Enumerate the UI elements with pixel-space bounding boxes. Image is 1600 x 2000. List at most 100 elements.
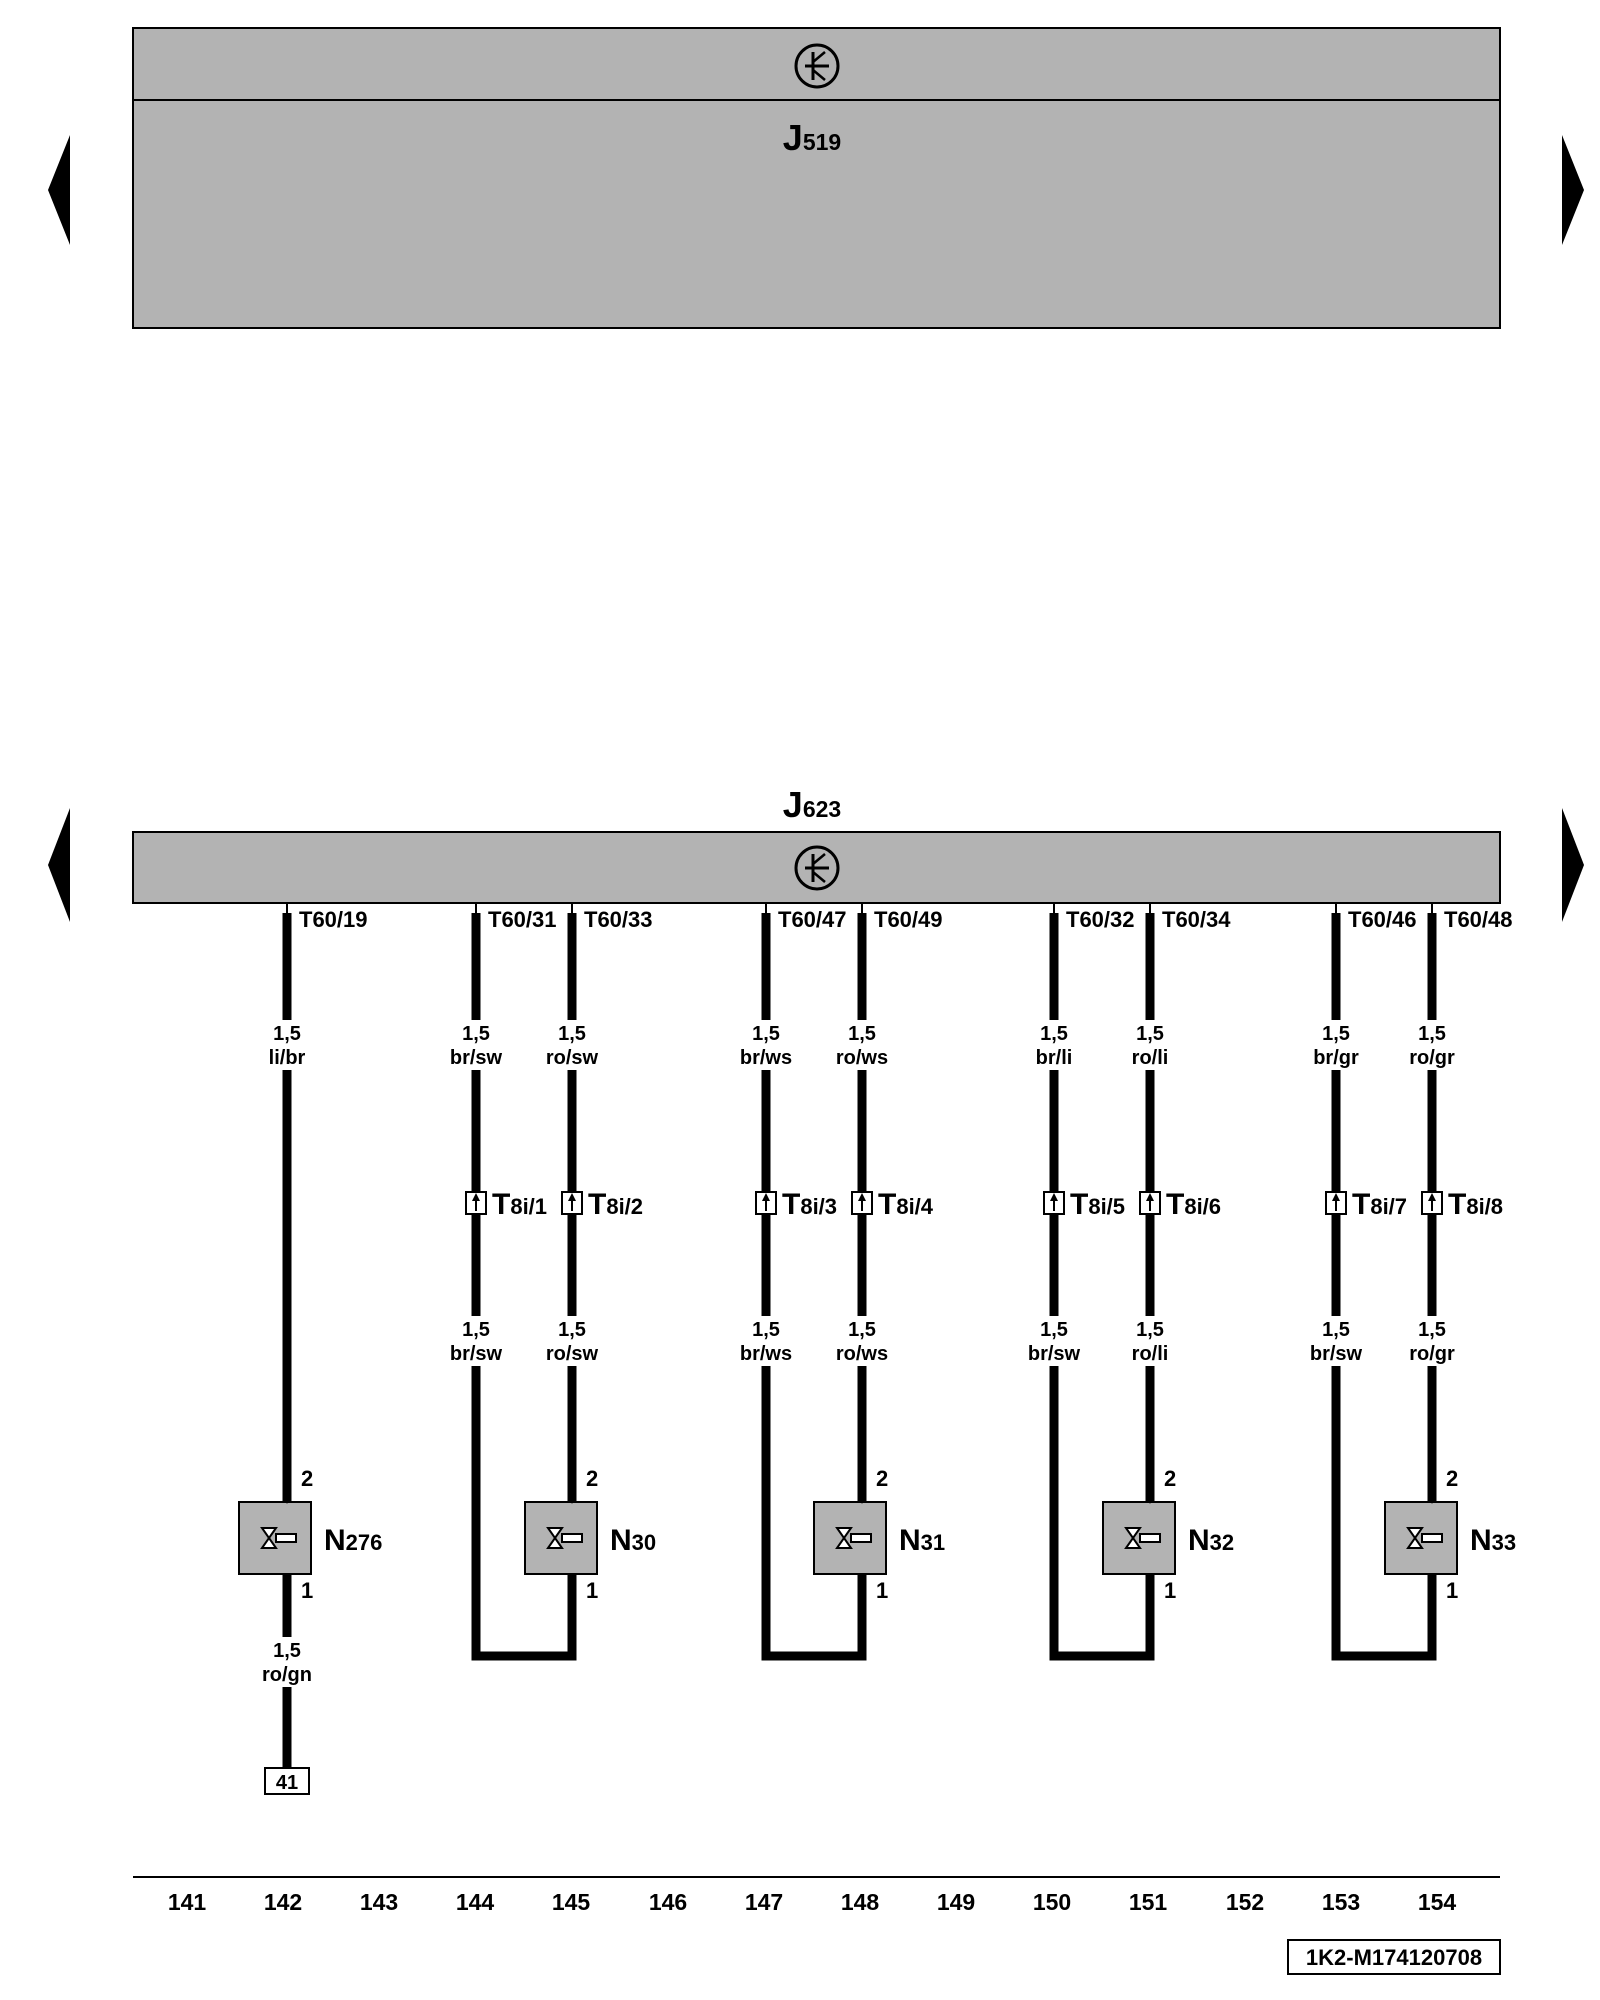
pin-label-bottom: 1 [586,1578,598,1603]
document-id: 1K2-M174120708 [1306,1945,1482,1970]
connector-label: T8i/8 [1448,1188,1503,1221]
connector-code: T [1166,1188,1184,1221]
component-sub: 31 [921,1530,945,1555]
prev-page-arrow-lower[interactable] [48,808,70,922]
component-code: N [324,1524,346,1557]
svg-text:J519: J519 [783,117,841,158]
connector-code: T [1352,1188,1370,1221]
component-label: N31 [899,1524,945,1557]
valve-icon [546,1527,564,1549]
return-loop-wire [1049,1497,1155,1661]
label-backing [736,1020,796,1070]
pin-label-top: 2 [1164,1466,1176,1491]
pin-label-top: 2 [1446,1466,1458,1491]
connector-label: T8i/6 [1166,1188,1221,1221]
electronic-unit-icon [794,845,840,891]
wire-color-label: ro/sw [546,1047,599,1069]
connector-label: T8i/4 [878,1188,934,1221]
prev-page-arrow[interactable] [48,135,70,245]
wire-gauge-label: 1,5 [273,1023,301,1045]
return-loop-wire [1331,1497,1437,1661]
valve-icon [1406,1527,1424,1549]
component-sub: 32 [1210,1530,1234,1555]
connector-sub: 8i/8 [1466,1194,1503,1219]
return-loop-wire [471,1497,577,1661]
wire-gauge-label: 1,5 [848,1319,876,1341]
ground-reference-box [264,1767,310,1795]
label-backing [1024,1316,1084,1366]
connector-sub: 8i/7 [1370,1194,1407,1219]
label-backing [1120,1020,1180,1070]
next-page-arrow[interactable] [1562,135,1584,245]
terminal-label: T60/48 [1444,907,1513,932]
label-backing [446,1020,506,1070]
svg-text:J623: J623 [783,784,841,825]
component-label: N33 [1470,1524,1516,1557]
label-backing [1120,1316,1180,1366]
valve-icon [260,1527,278,1549]
coil-icon [561,1533,583,1543]
wire-gauge-label: 1,5 [462,1319,490,1341]
wire-color-label: br/ws [740,1343,792,1365]
connector-sub: 8i/1 [510,1194,547,1219]
connector-label: T8i/1 [492,1188,547,1221]
pin-label-bottom: 1 [876,1578,888,1603]
coil-icon [1139,1533,1161,1543]
label-backing [736,1316,796,1366]
component-label: N276 [324,1524,382,1557]
column-number: 152 [1226,1889,1264,1915]
pin-label-top: 2 [876,1466,888,1491]
wire-gauge-label: 1,5 [752,1023,780,1045]
connector-code: T [878,1188,896,1221]
connector-code: T [1070,1188,1088,1221]
component-code: N [899,1524,921,1557]
pin-label-bottom: 1 [301,1578,313,1603]
wire-gauge-label: 1,5 [558,1023,586,1045]
wire-gauge-label: 1,5 [1040,1319,1068,1341]
wire-color-label: ro/sw [546,1343,599,1365]
component-code: N [1188,1524,1210,1557]
wire-color-label: ro/ws [836,1047,888,1069]
wire-color-label: br/sw [1310,1343,1363,1365]
connector-code: T [492,1188,510,1221]
label-backing [1024,1020,1084,1070]
column-number: 148 [841,1889,880,1915]
component-sub: 276 [346,1530,383,1555]
terminal-label: T60/46 [1348,907,1417,932]
upper-unit-code: J [783,117,803,158]
label-backing [446,1316,506,1366]
component-label: N32 [1188,1524,1234,1557]
circuit-n30: T60/311,5br/swT8i/11,5br/swT60/331,5ro/s… [446,903,656,1661]
wire-color-label: ro/gr [1409,1343,1455,1365]
coil-icon [850,1533,872,1543]
column-number: 144 [456,1889,495,1915]
column-number: 147 [745,1889,783,1915]
coil-icon [275,1533,297,1543]
pin-label-top: 2 [586,1466,598,1491]
component-code: N [610,1524,632,1557]
circuit-n31: T60/471,5br/wsT8i/31,5br/wsT60/491,5ro/w… [736,903,945,1661]
label-backing [832,1020,892,1070]
label-backing [257,1637,317,1687]
column-number: 146 [649,1889,687,1915]
valve-icon [1124,1527,1142,1549]
next-page-arrow-lower[interactable] [1562,808,1584,922]
connector-label: T8i/2 [588,1188,643,1221]
pin-label-top: 2 [301,1466,313,1491]
valve-icon [835,1527,853,1549]
wire-color-label: br/sw [1028,1343,1081,1365]
label-backing [832,1316,892,1366]
wire-color-label: ro/gn [262,1664,312,1686]
wire-color-label: ro/ws [836,1343,888,1365]
document-id-box: 1K2-M174120708 [1287,1939,1501,1975]
wire-gauge-label: 1,5 [752,1319,780,1341]
connector-label: T8i/7 [1352,1188,1407,1221]
wire-gauge-label: 1,5 [1136,1319,1164,1341]
wire-color-label: br/gr [1313,1047,1359,1069]
column-number: 151 [1129,1889,1168,1915]
connector-code: T [1448,1188,1466,1221]
